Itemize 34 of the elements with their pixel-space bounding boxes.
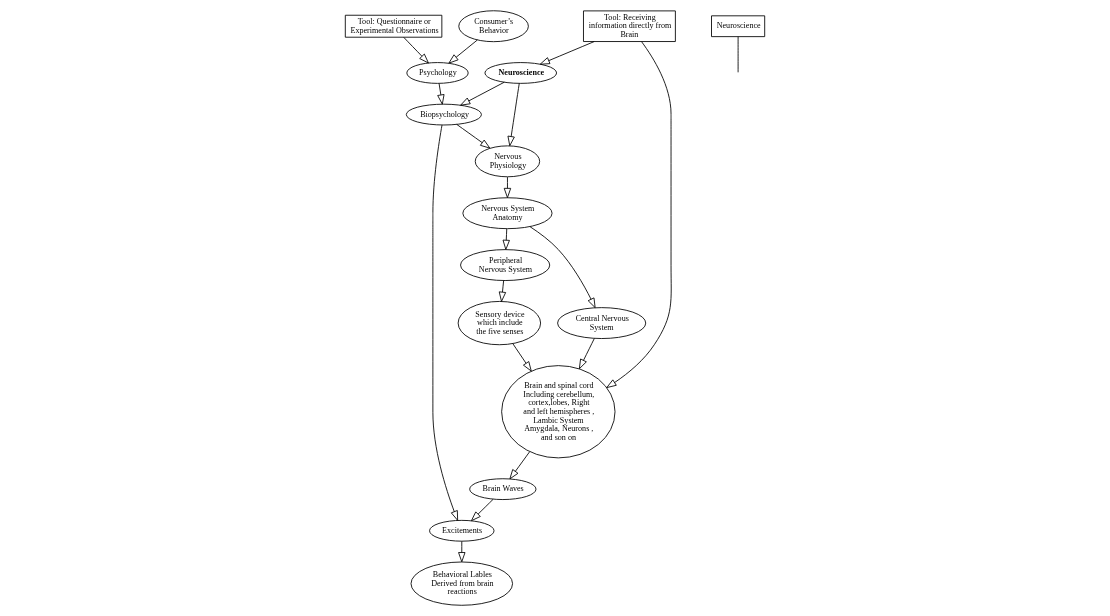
- arrow: [578, 338, 595, 370]
- arrow: [448, 39, 478, 64]
- arrow: [403, 36, 429, 64]
- node-ellipse: Consumer’s Behavior: [458, 10, 529, 43]
- arrow: [502, 228, 510, 250]
- arrow: [606, 41, 672, 389]
- arrow: [509, 451, 531, 480]
- node-ellipse: Behavioral Lables Derived from brain reactions: [410, 561, 513, 606]
- node-ellipse: Biopsychology: [405, 103, 482, 126]
- arrow: [512, 343, 532, 372]
- arrow: [539, 41, 595, 65]
- node-box: Tool: Receiving information directly from Brain: [583, 10, 676, 42]
- arrow: [437, 83, 445, 105]
- node-ellipse: Nervous System Anatomy: [462, 197, 553, 230]
- node-ellipse: Central Nervous System: [557, 307, 647, 339]
- connector: [737, 36, 739, 73]
- arrow: [471, 498, 494, 522]
- arrow: [458, 540, 466, 563]
- node-box: Tool: Questionnaire or Experimental Observations: [344, 14, 443, 38]
- arrow: [503, 176, 512, 199]
- node-ellipse: Peripheral Nervous System: [460, 249, 551, 281]
- arrow: [507, 82, 520, 147]
- node-ellipse: Brain Waves: [469, 478, 537, 500]
- node-ellipse: Nervous Physiology: [474, 145, 541, 178]
- arrow: [529, 226, 596, 309]
- arrow: [456, 123, 491, 149]
- node-ellipse: Psychology: [406, 62, 469, 84]
- arrow: [432, 124, 459, 521]
- node-ellipse: Sensory device which include the five senses: [457, 301, 542, 346]
- node-ellipse: Excitements: [429, 519, 495, 542]
- node-box: Neuroscience: [711, 15, 766, 38]
- arrow: [498, 280, 507, 302]
- node-ellipse: Neuroscience: [484, 62, 557, 84]
- arrow: [460, 81, 505, 106]
